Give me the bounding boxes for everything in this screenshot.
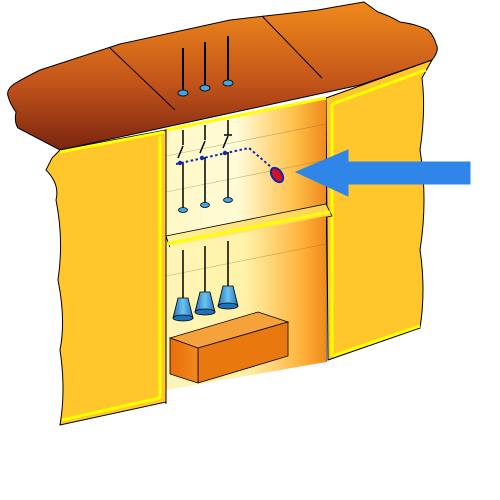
- roof-slab: [7, 1, 438, 151]
- left-side-panel: [45, 129, 167, 426]
- middle-shelf: [165, 203, 333, 249]
- upper-compartment: [165, 96, 327, 245]
- right-side-panel: [325, 59, 434, 362]
- breaker-block-icon: [168, 311, 290, 384]
- cable-insulator-icon: [172, 285, 239, 322]
- interlock-linkage: [175, 146, 279, 174]
- disconnect-switch-icon: [177, 120, 232, 208]
- busbar-terminal-icon: [177, 36, 234, 97]
- lower-cables: [182, 241, 229, 298]
- arrow-icon: [294, 149, 471, 197]
- interlock-handle-icon: [269, 166, 285, 184]
- switch-terminals: [178, 197, 233, 213]
